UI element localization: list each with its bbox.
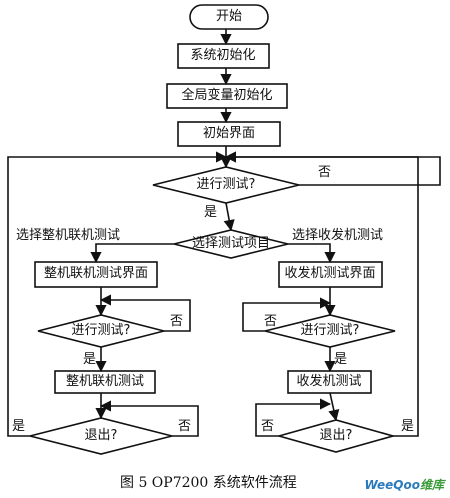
exit-right-label: 退出?: [319, 428, 353, 443]
choose-whole-label: 选择整机联机测试: [16, 228, 121, 243]
watermark-brand: WeeQoo: [364, 478, 420, 492]
edge-select-whole: [90, 243, 174, 264]
choose-trans-label: 选择收发机测试: [292, 228, 384, 243]
sys-init-label: 系统初始化: [190, 48, 256, 63]
whole-ui-label: 整机联机测试界面: [43, 266, 149, 281]
test-yes-label: 是: [204, 205, 218, 220]
trans-ui-label: 收发机测试界面: [284, 266, 376, 281]
init-ui-label: 初始界面: [202, 126, 256, 141]
exit-left-no-label: 否: [178, 419, 192, 434]
whole-test-no-label: 否: [170, 314, 184, 329]
edge-exit-left-no: [99, 400, 199, 437]
edge-whole-test-no: [99, 294, 191, 332]
trans-test-question-label: 进行测试?: [300, 323, 360, 338]
edge-select-trans: [288, 243, 336, 264]
exit-left-label: 退出?: [84, 428, 118, 443]
edge-exit-right-yes: [224, 151, 419, 437]
figure-caption: 图 5 OP7200 系统软件流程: [120, 475, 297, 491]
edge-exit-left-yes: [7, 151, 228, 437]
exit-right-no-label: 否: [261, 419, 275, 434]
edge-test-no: [224, 151, 441, 186]
edge-test-select: [223, 202, 235, 232]
whole-test-label: 整机联机测试: [65, 374, 145, 389]
whole-test-yes-label: 是: [83, 352, 97, 367]
select-label: 选择测试项目: [191, 236, 271, 251]
trans-test-no-label: 否: [264, 314, 278, 329]
edge-trans-test-no: [242, 297, 332, 332]
edge-exit-right-no: [255, 398, 332, 437]
trans-test-decision: [264, 314, 396, 348]
exit-right-yes-label: 是: [401, 419, 415, 434]
test-question-label: 进行测试?: [196, 177, 256, 192]
start-label: 开始: [215, 9, 243, 24]
start-terminal: [189, 4, 269, 30]
exit-left-yes-label: 是: [12, 419, 26, 434]
whole-test-question-label: 进行测试?: [71, 323, 131, 338]
watermark: WeeQoo维库: [365, 478, 444, 492]
watermark-cn: 维库: [419, 478, 444, 492]
trans-test-label: 收发机测试: [296, 374, 362, 389]
trans-test-yes-label: 是: [334, 352, 348, 367]
var-init-label: 全局变量初始化: [181, 88, 273, 103]
edge-trans-test-exit: [328, 392, 340, 422]
test-no-label: 否: [318, 165, 332, 180]
